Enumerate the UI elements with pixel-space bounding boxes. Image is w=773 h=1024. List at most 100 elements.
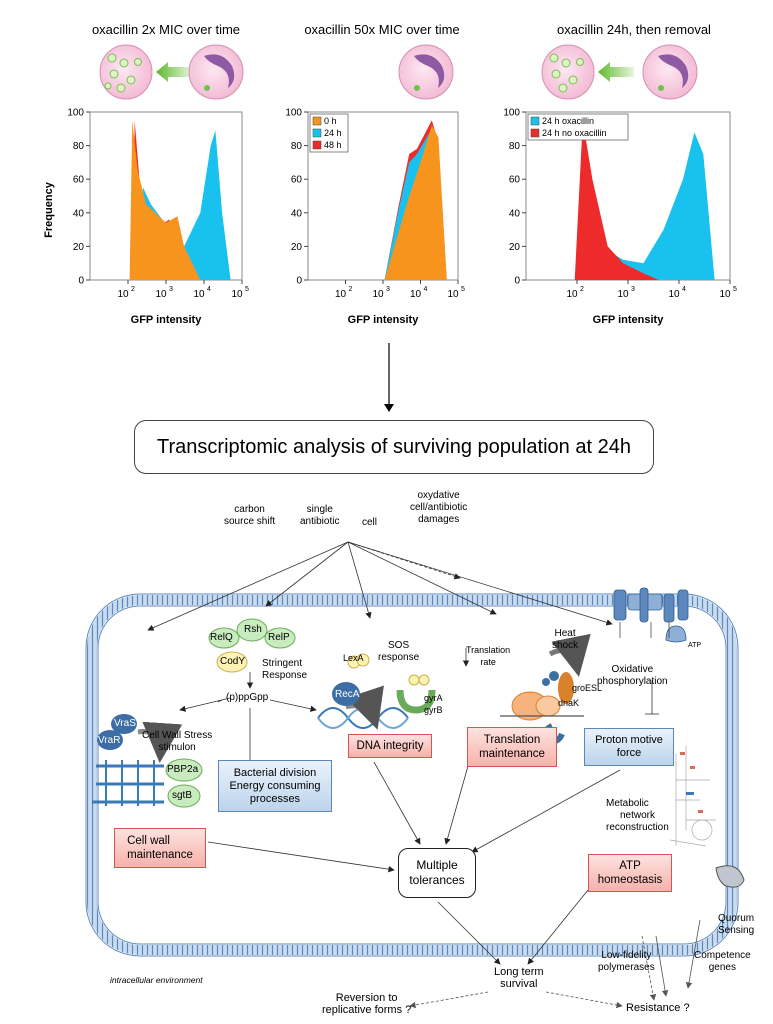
x-tick-exponent: 3 (631, 286, 635, 293)
arrow-icon (156, 62, 192, 82)
groesl-label: groESL (572, 683, 603, 693)
y-tick-label: 100 (285, 108, 302, 119)
x-tick-label: 10 (193, 289, 205, 300)
x-tick-exponent: 3 (386, 286, 390, 293)
panel-title-50x: oxacillin 50x MIC over time (304, 22, 460, 37)
legend-swatch (530, 128, 540, 138)
resistance-label: Resistance ? (626, 1002, 690, 1014)
x-tick-label: 10 (372, 289, 384, 300)
legend: 0 h24 h48 h (309, 113, 349, 153)
y-tick-label: 20 (509, 242, 521, 253)
macrophage-illustrations (99, 44, 698, 100)
series-area-2 (574, 120, 659, 281)
x-tick-label: 10 (231, 289, 243, 300)
reca-molecule (332, 682, 360, 706)
x-tick-exponent: 2 (131, 286, 135, 293)
sgtb-label: sgtB (172, 790, 193, 801)
series-area-1 (585, 132, 715, 280)
series-area-1 (384, 125, 447, 281)
relp-molecule (264, 627, 296, 649)
pbp2a-molecule (165, 758, 203, 782)
stimuli-arrows (147, 541, 613, 631)
y-tick-label: 80 (509, 141, 521, 152)
intracellular-environment-label: intracellular environment (110, 975, 203, 985)
dna-integrity-box: DNA integrity (348, 734, 432, 758)
y-tick-label: 100 (67, 108, 84, 119)
peptidoglycan-lattice (92, 760, 164, 806)
y-tick-label: 40 (73, 208, 85, 219)
x-axis-label: GFP intensity (593, 314, 665, 326)
y-tick-label: 60 (73, 175, 85, 186)
legend-label: 24 h oxacillin (542, 116, 594, 126)
y-tick-label: 0 (296, 276, 302, 287)
x-tick-exponent: 3 (169, 286, 173, 293)
lexa-label: LexA (343, 653, 364, 663)
series-area-3 (129, 120, 201, 281)
transcriptomic-analysis-label: Transcriptomic analysis of surviving pop… (157, 435, 631, 458)
ppgpp-label: (p)ppGpp (226, 692, 269, 703)
x-tick-exponent: 4 (424, 286, 428, 293)
y-tick-label: 60 (291, 175, 303, 186)
x-tick-exponent: 4 (682, 286, 686, 293)
down-arrow-icon (384, 343, 394, 412)
x-tick-label: 10 (155, 289, 167, 300)
membrane-proteins (613, 587, 689, 643)
legend-swatch (312, 140, 322, 150)
pbp2a-label: PBP2a (167, 764, 199, 775)
vras-molecule (111, 714, 137, 734)
y-tick-label: 40 (509, 208, 521, 219)
x-tick-label: 10 (617, 289, 629, 300)
y-tick-label: 80 (73, 141, 85, 152)
tolerance-arrows (207, 761, 621, 965)
x-tick-label: 10 (668, 289, 680, 300)
legend-swatch (312, 128, 322, 138)
y-tick-label: 0 (514, 276, 520, 287)
legend-swatch (530, 116, 540, 126)
x-tick-exponent: 2 (580, 286, 584, 293)
dnak-label: dnaK (558, 698, 580, 708)
x-tick-exponent: 5 (461, 286, 465, 293)
x-axis-label: GFP intensity (348, 314, 420, 326)
x-tick-label: 10 (117, 289, 129, 300)
x-tick-label: 10 (719, 289, 731, 300)
transcriptomic-analysis-box: Transcriptomic analysis of surviving pop… (134, 420, 654, 474)
cell-icon-nucleus (398, 44, 454, 100)
reca-label: RecA (335, 689, 360, 700)
gyrb-label: gyrB (424, 705, 443, 715)
relq-molecule (208, 627, 240, 649)
stimulus-cell: cell (362, 517, 378, 528)
bacterial-cell-diagram (85, 541, 745, 1009)
metabolic-network-icon (669, 746, 716, 847)
cody-label: CodY (220, 656, 246, 667)
cody-molecule (216, 651, 248, 673)
rsh-molecule (236, 618, 268, 642)
vrar-label: VraR (98, 735, 121, 746)
x-tick-label: 10 (410, 289, 422, 300)
cell-icon-many-bacteria (541, 44, 595, 100)
legend-label: 24 h (324, 128, 342, 138)
legend-label: 48 h (324, 140, 342, 150)
x-tick-exponent: 5 (245, 286, 249, 293)
y-tick-label: 0 (78, 276, 84, 287)
arrow-icon (598, 62, 634, 82)
cell-membrane (87, 595, 737, 955)
panel-title-removal: oxacillin 24h, then removal (557, 22, 711, 37)
